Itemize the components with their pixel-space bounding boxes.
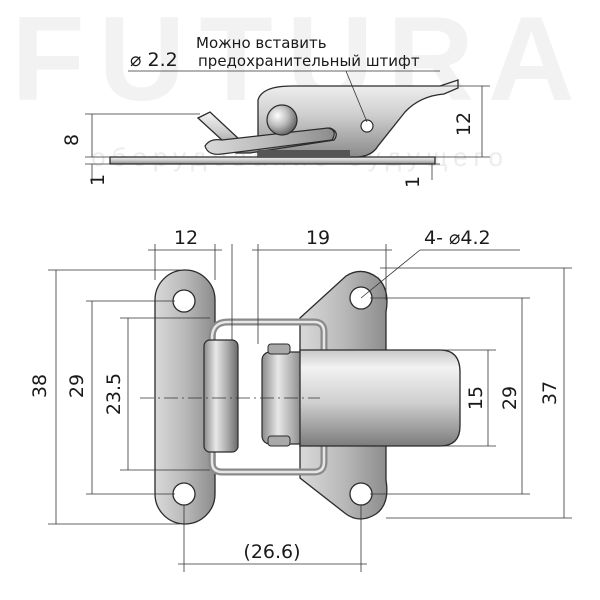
side-view: 8 1 12 1 Можно вставить ⌀ 2.2 предохрани… <box>61 34 490 188</box>
side-pin-hole <box>360 119 374 133</box>
note-diameter: ⌀ 2.2 <box>130 49 178 71</box>
dim-overall-left: 38 <box>29 374 51 398</box>
side-pivot-ball <box>266 104 298 136</box>
dim-side-height-left: 8 <box>61 134 83 146</box>
dim-holes-callout: 4- ⌀4.2 <box>424 227 491 249</box>
note-leader <box>345 70 368 123</box>
dim-holes-pitch-left: 29 <box>66 374 88 398</box>
dim-holes-span: (26.6) <box>243 541 300 563</box>
note-line-1: Можно вставить <box>196 34 327 52</box>
dim-side-height-right: 12 <box>453 112 475 136</box>
dim-overall-right: 37 <box>539 381 561 405</box>
left-bottom-hole <box>172 482 196 506</box>
top-view: 12 19 4- ⌀4.2 38 29 23.5 15 29 <box>29 227 572 572</box>
dim-width-left: 12 <box>174 227 198 249</box>
lever-bar <box>203 339 239 453</box>
hinge-knuckle-top <box>267 343 291 355</box>
right-bottom-hole <box>349 482 373 506</box>
side-base-plate <box>109 156 436 165</box>
note-line-2: предохранительный штифт <box>198 52 420 70</box>
dim-side-offset-left: 1 <box>87 174 109 186</box>
dim-hasp-width: 15 <box>465 386 487 410</box>
hasp-tongue <box>299 349 461 447</box>
left-top-hole <box>172 289 196 313</box>
dim-side-offset-right: 1 <box>402 176 424 188</box>
dim-inner-height: 23.5 <box>103 373 125 415</box>
dim-width-mid: 19 <box>306 227 330 249</box>
hinge-knuckle-bottom <box>267 435 291 447</box>
side-shadow-strip <box>258 150 350 157</box>
dim-holes-pitch-right: 29 <box>499 386 521 410</box>
side-lever-rod <box>204 127 335 155</box>
